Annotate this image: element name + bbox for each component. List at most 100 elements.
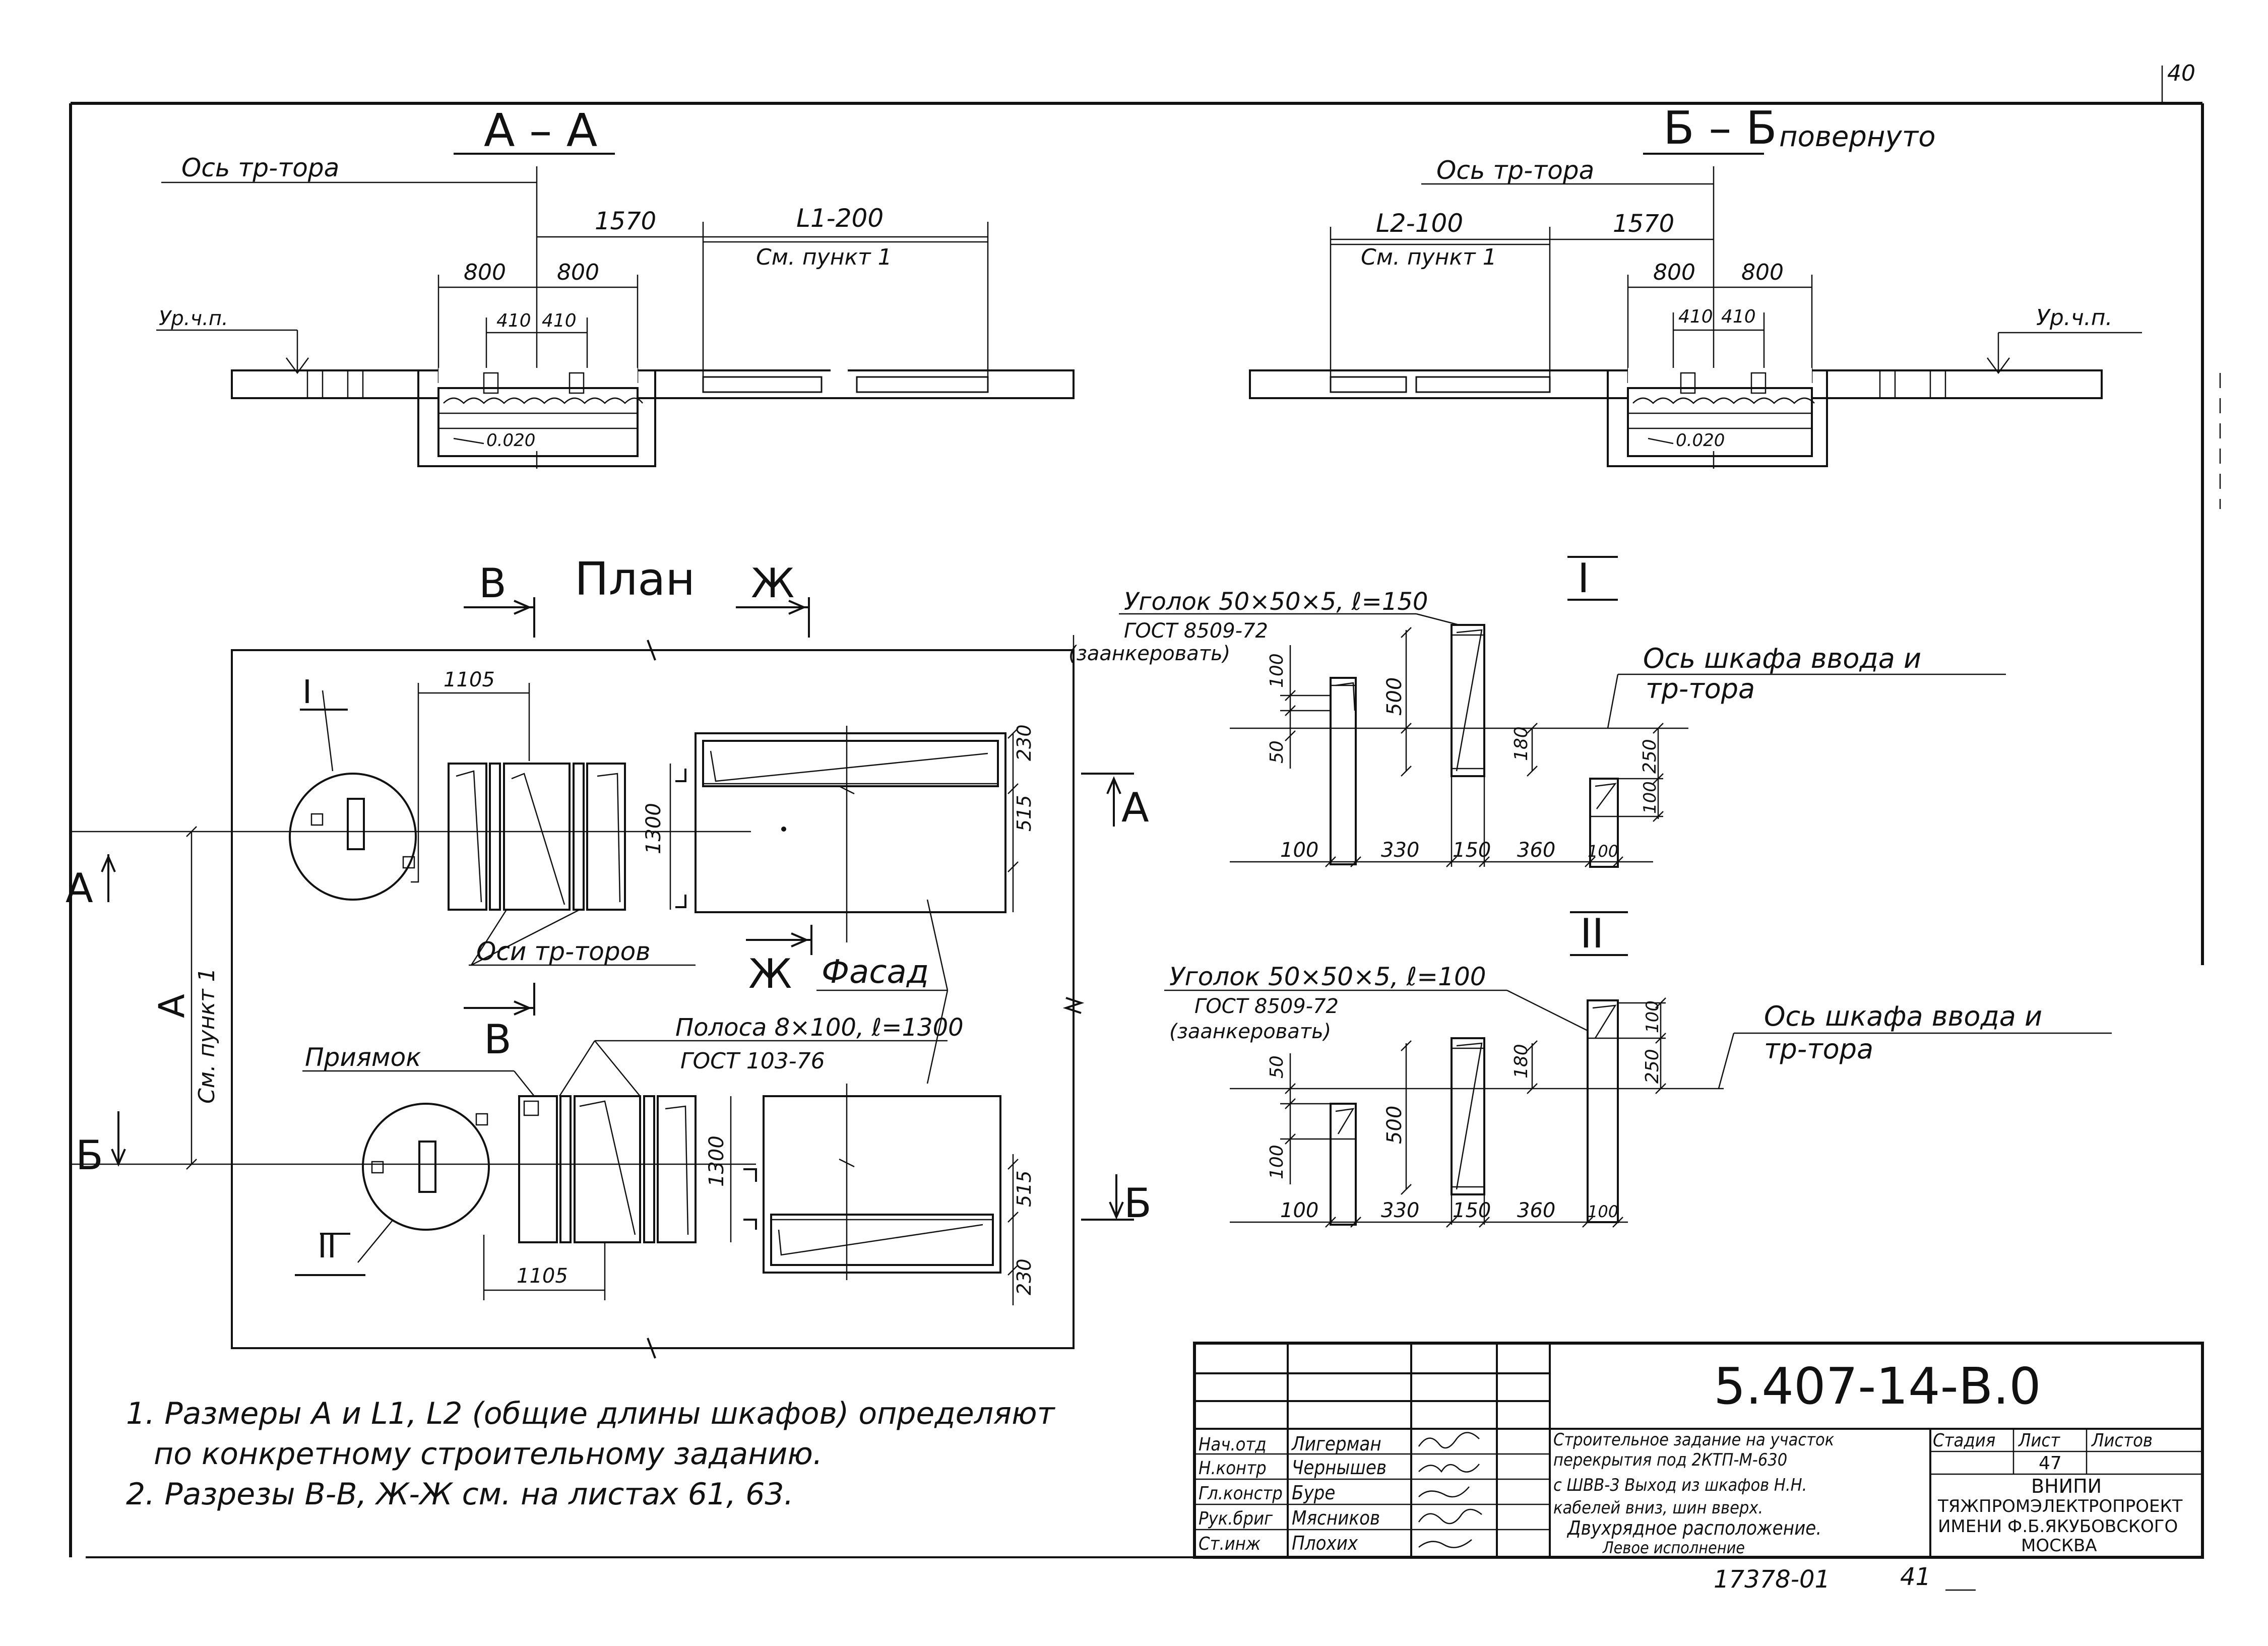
tb-desc-5: Левое исполнение	[1602, 1538, 1745, 1557]
aa-dim-800b: 800	[557, 260, 599, 285]
detail-1-angle: Уголок 50×50×5, ℓ=150	[1124, 588, 1428, 616]
bb-dim-l2: L2-100	[1376, 209, 1463, 238]
section-aa: А – А Ось тр-тора 1570 L1-200 См. пункт …	[156, 104, 1075, 469]
tb-role-1: Н.контр	[1199, 1458, 1267, 1479]
detail-2-v500: 500	[1383, 1106, 1406, 1144]
section-aa-axis-label: Ось тр-тора	[181, 153, 339, 182]
plan-dim-1105-top: 1105	[444, 668, 495, 691]
section-bb-title-note: повернуто	[1779, 120, 1936, 153]
plan-dim-230-bottom: 230	[1013, 1258, 1035, 1295]
detail-1-v100: 100	[1267, 653, 1287, 688]
tb-name-2: Буре	[1292, 1482, 1335, 1504]
detail-1-h-1: 330	[1381, 839, 1419, 862]
detail-2-anchor: (заанкеровать)	[1169, 1020, 1331, 1043]
detail-1-h-3: 360	[1517, 839, 1555, 862]
plan-facade: Фасад	[822, 954, 929, 991]
detail-2-h-4: 100	[1588, 1202, 1618, 1221]
aa-dim-l1: L1-200	[796, 204, 884, 233]
tb-name-4: Плохих	[1292, 1532, 1358, 1554]
plan-node-1: I	[302, 674, 312, 711]
detail-2-v100: 100	[1267, 1145, 1287, 1179]
detail-2-h-3: 360	[1517, 1199, 1555, 1222]
aa-dim-800a: 800	[464, 260, 506, 285]
plan-dim-a-note: См. пункт 1	[194, 968, 220, 1104]
plan-pit-label: Приямок	[305, 1043, 421, 1072]
plan-cut-zh-top: Ж	[751, 560, 794, 607]
detail-1-title: I	[1578, 555, 1590, 602]
tb-org-2: ТЯЖПРОМЭЛЕКТРОПРОЕКТ	[1937, 1496, 2183, 1516]
section-aa-title: А – А	[484, 104, 597, 157]
detail-1-axis-1: Ось шкафа ввода и	[1643, 643, 1921, 674]
detail-2-title: II	[1580, 910, 1604, 957]
signatures	[1418, 1432, 1482, 1548]
detail-1-v50: 50	[1267, 740, 1287, 764]
plan-cut-b-left: Б	[76, 1132, 103, 1179]
detail-1-h-4: 100	[1588, 842, 1618, 861]
detail-2-v250: 250	[1642, 1049, 1663, 1084]
section-bb-title: Б – Б	[1663, 102, 1777, 155]
tb-role-2: Гл.констр	[1199, 1483, 1283, 1504]
detail-1-v100b: 100	[1640, 781, 1660, 814]
bb-dim-l2-note: См. пункт 1	[1361, 244, 1497, 270]
bb-level-label: Ур.ч.п.	[2036, 305, 2112, 331]
page-number: 40	[2167, 60, 2195, 86]
footer-sheet: 41	[1900, 1563, 1931, 1591]
note-1-cont: по конкретному строительному заданию.	[154, 1436, 823, 1472]
detail-1-anchor: (заанкеровать)	[1068, 642, 1230, 665]
detail-2: II Уголок 50×50×5, ℓ=100 ГОСТ 8509-72 (з…	[1164, 910, 2112, 1228]
plan-cut-zh-bottom: Ж	[748, 951, 792, 997]
aa-dim-410b: 410	[542, 310, 577, 331]
title-code: 5.407-14-В.0	[1714, 1357, 2041, 1416]
plan-dim-1105-bottom: 1105	[517, 1264, 568, 1288]
section-bb: Б – Б повернуто Ось тр-тора L2-100 См. п…	[1249, 102, 2142, 469]
bb-dim-410a: 410	[1678, 306, 1713, 327]
tb-desc-2: с ШВВ-3 Выход из шкафов Н.Н.	[1553, 1475, 1807, 1495]
title-block: 5.407-14-В.0 Нач.отд Н.контр Гл.констр Р…	[1193, 1342, 2204, 1559]
plan-cut-v-bottom: В	[484, 1016, 512, 1063]
tb-desc-0: Строительное задание на участок	[1553, 1430, 1835, 1450]
tb-role-0: Нач.отд	[1199, 1434, 1267, 1455]
detail-1-v180: 180	[1511, 726, 1532, 761]
tb-name-0: Лигерман	[1291, 1433, 1381, 1455]
plan-axes-label: Оси тр-торов	[476, 937, 651, 966]
plan-dim-1300-bottom: 1300	[705, 1135, 728, 1187]
detail-2-h-2: 150	[1453, 1199, 1491, 1222]
aa-dim-l1-note: См. пункт 1	[756, 244, 892, 270]
detail-2-angle: Уголок 50×50×5, ℓ=100	[1169, 962, 1486, 991]
tb-role-3: Рук.бриг	[1199, 1508, 1273, 1529]
detail-1-axis-2: тр-тора	[1646, 673, 1755, 705]
plan-dim-a: А	[151, 994, 193, 1018]
plan-cut-v-top: В	[479, 560, 507, 607]
plan-title: План	[575, 553, 695, 606]
bb-slope: 0.020	[1676, 430, 1725, 451]
footer-code: 17378-01	[1714, 1565, 1830, 1594]
detail-2-h-0: 100	[1280, 1199, 1318, 1222]
aa-dim-1570: 1570	[595, 207, 656, 235]
tb-role-4: Ст.инж	[1199, 1534, 1261, 1554]
plan: План В Ж А А Б Б	[66, 553, 1152, 1359]
detail-2-gost: ГОСТ 8509-72	[1194, 995, 1339, 1018]
aa-slope: 0.020	[486, 430, 535, 451]
bb-dim-1570: 1570	[1613, 210, 1674, 238]
tb-desc-4: Двухрядное расположение.	[1566, 1517, 1821, 1539]
detail-2-axis-2: тр-тора	[1764, 1033, 1873, 1065]
detail-1-gost: ГОСТ 8509-72	[1124, 619, 1268, 643]
plan-strip-label: Полоса 8×100, ℓ=1300	[675, 1014, 964, 1042]
bb-dim-410b: 410	[1721, 306, 1756, 327]
aa-level-label: Ур.ч.п.	[159, 307, 228, 330]
notes: 1. Размеры А и L1, L2 (общие длины шкафо…	[126, 1396, 1056, 1512]
detail-1-h-2: 150	[1453, 839, 1491, 862]
tb-org-3: ИМЕНИ Ф.Б.ЯКУБОВСКОГО	[1938, 1516, 2178, 1537]
plan-dim-515-top: 515	[1013, 795, 1035, 832]
detail-2-v180: 180	[1511, 1044, 1532, 1079]
detail-1: I Уголок 50×50×5, ℓ=150 ГОСТ 8509-72 (за…	[1068, 555, 2006, 868]
detail-2-h-1: 330	[1381, 1199, 1419, 1222]
tb-name-1: Чернышев	[1292, 1457, 1387, 1479]
detail-2-v100b: 100	[1643, 1000, 1663, 1033]
tb-col-stage: Стадия	[1933, 1430, 1995, 1451]
tb-col-sheets: Листов	[2091, 1430, 2153, 1451]
tb-org-1: ВНИПИ	[2031, 1475, 2102, 1497]
tb-sheet-no: 47	[2039, 1453, 2062, 1474]
tb-name-3: Мясников	[1292, 1507, 1380, 1529]
tb-col-sheet: Лист	[2018, 1430, 2060, 1451]
